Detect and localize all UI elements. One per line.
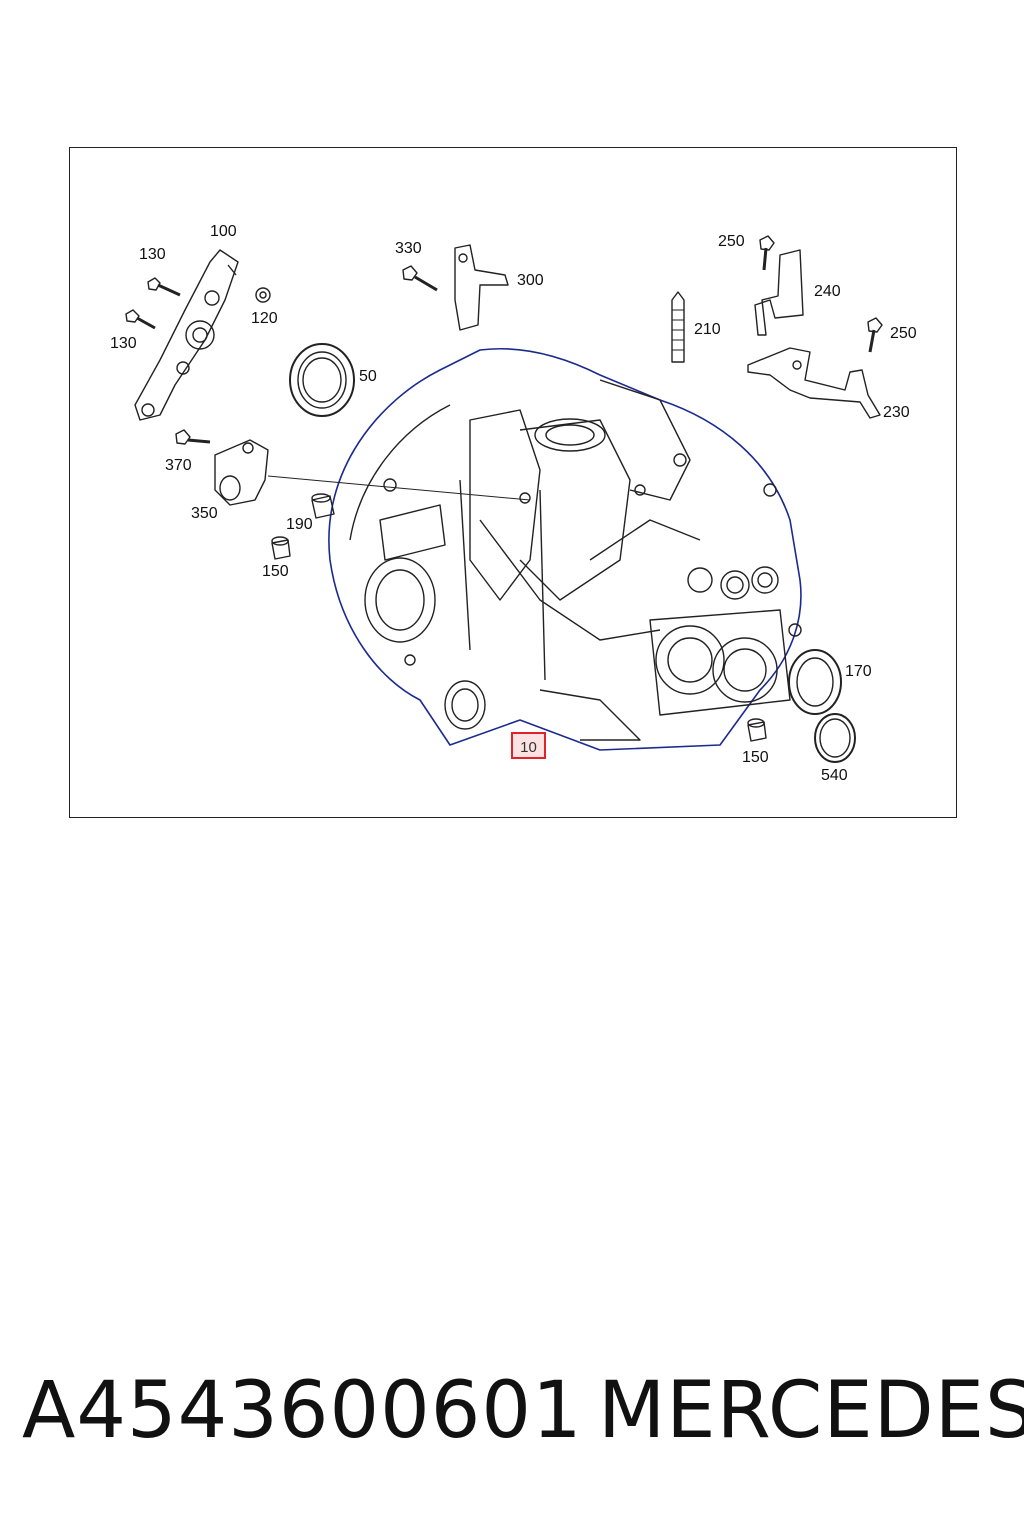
part-number: A4543600601: [22, 1366, 583, 1456]
part-170-seal[interactable]: [788, 649, 842, 715]
part-240-bracket[interactable]: [754, 249, 804, 336]
part-540-ring[interactable]: [814, 713, 856, 763]
callout-120[interactable]: 120: [251, 310, 278, 327]
part-230-bracket[interactable]: [747, 347, 881, 419]
callout-330[interactable]: 330: [395, 240, 422, 257]
part-130-bolt-upper[interactable]: [147, 277, 181, 297]
callout-230[interactable]: 230: [883, 404, 910, 421]
part-370-bolt[interactable]: [175, 429, 211, 445]
part-50-shaft-seal[interactable]: [289, 343, 355, 417]
callout-10-highlighted[interactable]: 10: [511, 732, 546, 759]
part-350-sensor[interactable]: [214, 439, 269, 506]
leader-line: [267, 475, 531, 501]
callout-130-upper[interactable]: 130: [139, 246, 166, 263]
callout-300[interactable]: 300: [517, 272, 544, 289]
exploded-parts-drawing: [125, 235, 883, 763]
callout-210[interactable]: 210: [694, 321, 721, 338]
part-150-plug-right[interactable]: [747, 718, 767, 742]
part-120-nut[interactable]: [255, 287, 271, 303]
part-250-bolt-upper[interactable]: [759, 235, 775, 271]
callout-170[interactable]: 170: [845, 663, 872, 680]
callout-250-right[interactable]: 250: [890, 325, 917, 342]
part-100-release-lever[interactable]: [134, 249, 239, 421]
callout-250-upper[interactable]: 250: [718, 233, 745, 250]
brand-name: MERCEDES: [598, 1366, 1024, 1456]
part-150-plug-left[interactable]: [271, 536, 291, 560]
callout-130-lower[interactable]: 130: [110, 335, 137, 352]
callout-370[interactable]: 370: [165, 457, 192, 474]
footer: A4543600601 MERCEDES: [0, 1372, 1024, 1482]
callout-540[interactable]: 540: [821, 767, 848, 784]
callout-50[interactable]: 50: [359, 368, 377, 385]
callout-150-left[interactable]: 150: [262, 563, 289, 580]
part-130-bolt-lower[interactable]: [125, 309, 156, 330]
part-250-bolt-right[interactable]: [867, 317, 883, 353]
callout-100[interactable]: 100: [210, 223, 237, 240]
callout-150-right[interactable]: 150: [742, 749, 769, 766]
callout-240[interactable]: 240: [814, 283, 841, 300]
part-190-sleeve[interactable]: [311, 493, 335, 519]
part-210-stud[interactable]: [671, 291, 685, 363]
callout-350[interactable]: 350: [191, 505, 218, 522]
part-330-bolt[interactable]: [402, 265, 438, 292]
diagram-frame: [69, 147, 957, 818]
callout-190[interactable]: 190: [286, 516, 313, 533]
gearbox-housing[interactable]: [328, 347, 802, 751]
part-300-bracket[interactable]: [454, 244, 509, 331]
